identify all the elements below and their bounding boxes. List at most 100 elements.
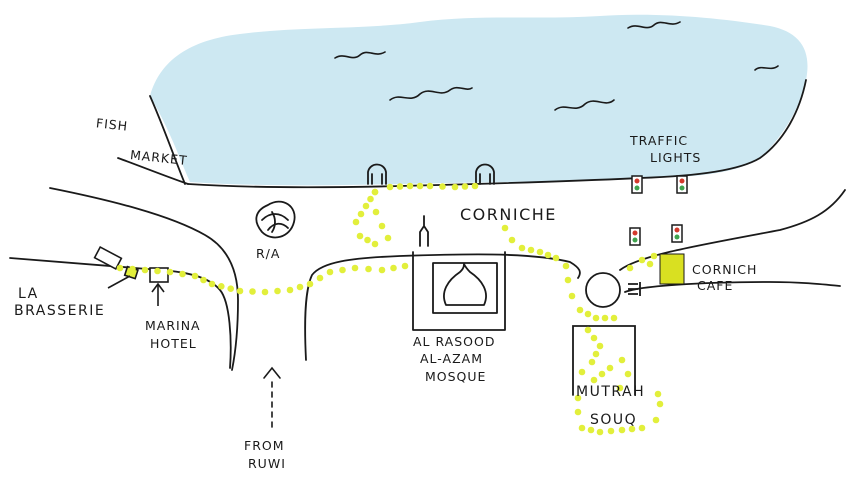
wave-icon bbox=[389, 86, 473, 101]
route-dot bbox=[129, 265, 136, 273]
route-dot bbox=[401, 262, 409, 270]
route-dot bbox=[596, 428, 604, 436]
route-dot bbox=[587, 426, 595, 434]
wave-icon bbox=[554, 99, 615, 111]
route-dot bbox=[590, 376, 598, 384]
route-dot bbox=[584, 326, 592, 334]
route-dot bbox=[562, 262, 570, 270]
route-dot bbox=[191, 272, 199, 280]
mid-road-left-edge bbox=[304, 253, 581, 361]
route-dot bbox=[316, 274, 324, 282]
route-dot bbox=[624, 370, 632, 378]
arrow-up-icon bbox=[263, 366, 281, 379]
souq-gate bbox=[572, 325, 636, 396]
route-dot bbox=[574, 408, 582, 416]
cornich-cafe-block bbox=[659, 253, 685, 285]
route-dot bbox=[626, 264, 634, 272]
roundabout-icon bbox=[255, 200, 296, 239]
route-dot bbox=[451, 183, 459, 191]
label-hotel: HOTEL bbox=[150, 336, 197, 351]
traffic-light-icon bbox=[671, 224, 683, 243]
route-dot bbox=[357, 210, 365, 218]
label-mosque-line-1: AL RASOOD bbox=[413, 334, 496, 349]
route-dot bbox=[656, 400, 664, 408]
route-dot bbox=[650, 252, 658, 260]
sea bbox=[150, 14, 808, 186]
route-dot bbox=[362, 202, 370, 210]
route-dot bbox=[306, 280, 314, 288]
route-dot bbox=[227, 285, 234, 293]
route-dot bbox=[564, 276, 572, 284]
route-dot bbox=[378, 222, 386, 230]
zebra-crossing bbox=[628, 282, 641, 296]
route-dot bbox=[610, 314, 618, 322]
route-dot bbox=[166, 268, 174, 276]
label-ra: R/A bbox=[256, 246, 281, 261]
label-marina: MARINA bbox=[145, 318, 201, 333]
route-dot bbox=[296, 283, 304, 291]
route-dot bbox=[339, 266, 346, 274]
route-dot bbox=[638, 256, 646, 264]
route-dot bbox=[471, 182, 479, 190]
route-dot bbox=[351, 264, 359, 272]
wave-icon bbox=[627, 21, 681, 29]
traffic-light-icon bbox=[631, 175, 643, 194]
wave-icon bbox=[754, 65, 779, 71]
route-dot bbox=[371, 188, 379, 196]
coastline bbox=[149, 95, 186, 185]
route-dot bbox=[536, 248, 544, 256]
route-dot bbox=[616, 384, 624, 392]
route-dot bbox=[249, 288, 256, 295]
label-cornich: CORNICH bbox=[692, 262, 758, 277]
route-dot bbox=[618, 356, 626, 364]
route-dot bbox=[200, 276, 207, 284]
route-dot bbox=[588, 358, 596, 366]
route-dot bbox=[154, 267, 161, 275]
la-brasserie-pointer bbox=[107, 275, 131, 289]
route-dot bbox=[386, 183, 394, 191]
route-dot bbox=[652, 416, 660, 424]
route-dot bbox=[638, 424, 646, 432]
route-dot bbox=[518, 244, 526, 252]
label-brasserie: BRASSERIE bbox=[14, 303, 106, 319]
label-traffic: TRAFFIC bbox=[630, 133, 689, 148]
fish-market-line bbox=[117, 157, 189, 185]
route-dot bbox=[439, 183, 446, 190]
route-dot bbox=[141, 266, 149, 274]
route-dot bbox=[596, 342, 604, 350]
gate-icon bbox=[475, 163, 495, 185]
route-dot bbox=[371, 240, 379, 248]
route-dot bbox=[607, 427, 615, 435]
walking-route bbox=[116, 182, 664, 436]
route-dot bbox=[590, 334, 598, 342]
label-ruwi: RUWI bbox=[248, 456, 286, 471]
route-dot bbox=[601, 314, 609, 322]
route-dot bbox=[578, 424, 586, 432]
route-dot bbox=[654, 390, 662, 398]
route-dot bbox=[568, 292, 576, 300]
traffic-light-icon bbox=[629, 227, 641, 246]
route-dot bbox=[416, 182, 424, 190]
la-brasserie-block bbox=[93, 245, 123, 271]
route-dot bbox=[218, 283, 225, 290]
road-upper-left-edge bbox=[49, 187, 239, 371]
route-dot bbox=[578, 368, 586, 376]
label-fish: FISH bbox=[95, 115, 129, 134]
label-mosque-line-2: AL-AZAM bbox=[420, 351, 483, 366]
route-dot bbox=[384, 234, 392, 242]
route-dot bbox=[356, 232, 364, 240]
route-dot bbox=[592, 314, 600, 322]
route-dot bbox=[574, 394, 582, 402]
corniche-seaside-edge bbox=[187, 79, 807, 189]
label-mutrah: MUTRAH bbox=[576, 384, 646, 400]
route-dot bbox=[576, 306, 584, 314]
route-dot bbox=[326, 268, 334, 276]
route-dot bbox=[396, 183, 404, 190]
route-dot bbox=[390, 264, 397, 272]
label-lights: LIGHTS bbox=[650, 150, 702, 165]
label-cafe: CAFE bbox=[697, 278, 734, 293]
route-dot bbox=[646, 260, 654, 268]
route-dot bbox=[367, 195, 374, 203]
